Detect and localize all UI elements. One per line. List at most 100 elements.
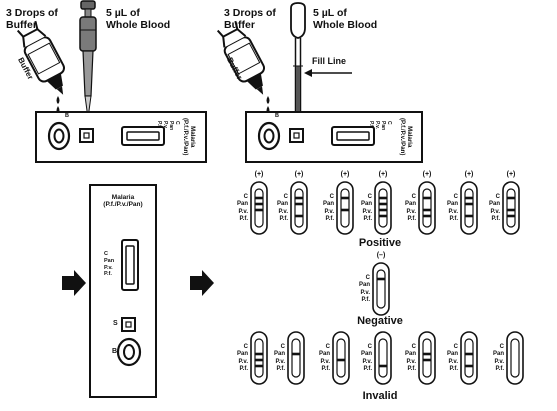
arrow-right-icon bbox=[190, 270, 214, 296]
test-cassette-step2 bbox=[245, 111, 423, 163]
positive-heading: Positive bbox=[358, 237, 402, 249]
test-line-pan bbox=[255, 352, 263, 356]
test-line-pan bbox=[423, 352, 431, 356]
test-line-c bbox=[341, 196, 349, 200]
positive-strip-line-labels: C Pan P.v. P.f. bbox=[404, 194, 416, 223]
test-line-c bbox=[379, 196, 387, 200]
test-line-pv bbox=[379, 208, 387, 212]
test-line-pv bbox=[507, 208, 515, 212]
capillary-dropper bbox=[290, 2, 306, 128]
buffer-drops-label-2: 3 Drops of Buffer bbox=[224, 7, 276, 32]
line-labels-1: C Pan P.v. P.f. bbox=[156, 121, 180, 131]
invalid-strip-line-labels: C Pan P.v. P.f. bbox=[318, 344, 330, 373]
buffer-bottle-1 bbox=[16, 20, 66, 95]
invalid-strip-3 bbox=[332, 331, 350, 385]
test-line-c bbox=[465, 196, 473, 200]
negative-strip-line-labels: C Pan P.v. P.f. bbox=[358, 275, 370, 304]
invalid-strip-line-labels: C Pan P.v. P.f. bbox=[446, 344, 458, 373]
test-line-pan bbox=[255, 202, 263, 206]
test-line-pf bbox=[465, 214, 473, 218]
fill-line-arrow bbox=[304, 69, 352, 77]
invalid-strip-6 bbox=[460, 331, 478, 385]
positive-strip-1 bbox=[250, 181, 268, 235]
test-line-pv bbox=[341, 208, 349, 212]
negative-strip-1 bbox=[372, 262, 390, 316]
positive-strip-5 bbox=[418, 181, 436, 235]
positive-strip-line-labels: C Pan P.v. P.f. bbox=[488, 194, 500, 223]
invalid-strip-7 bbox=[506, 331, 524, 385]
fill-line-label: Fill Line bbox=[312, 56, 347, 66]
arrow-right-icon bbox=[62, 270, 86, 296]
invalid-strip-line-labels: C Pan P.v. P.f. bbox=[360, 344, 372, 373]
buffer-well-label: B bbox=[112, 348, 118, 355]
micropipette-1 bbox=[79, 0, 97, 127]
test-line-pv bbox=[337, 358, 345, 362]
test-line-c bbox=[377, 277, 385, 281]
test-line-pv bbox=[255, 208, 263, 212]
positive-strip-sign: (+) bbox=[506, 171, 516, 178]
invalid-strip-5 bbox=[418, 331, 436, 385]
test-line-pv bbox=[255, 358, 263, 362]
positive-strip-line-labels: C Pan P.v. P.f. bbox=[446, 194, 458, 223]
detail-line-labels: C Pan P.v. P.f. bbox=[104, 251, 115, 278]
positive-strip-6 bbox=[460, 181, 478, 235]
positive-strip-7 bbox=[502, 181, 520, 235]
positive-strip-line-labels: C Pan P.v. P.f. bbox=[360, 194, 372, 223]
positive-strip-2 bbox=[290, 181, 308, 235]
test-cassette-step1 bbox=[35, 111, 207, 163]
positive-strip-line-labels: C Pan P.v. P.f. bbox=[322, 194, 334, 223]
test-line-pf bbox=[295, 214, 303, 218]
test-line-pf bbox=[465, 364, 473, 368]
invalid-strip-line-labels: C Pan P.v. P.f. bbox=[273, 344, 285, 373]
sample-well-label: S bbox=[113, 320, 118, 327]
blood-amount-label-1: 5 µL of Whole Blood bbox=[106, 7, 171, 32]
test-line-c bbox=[255, 196, 263, 200]
negative-heading: Negative bbox=[357, 315, 403, 327]
detail-cassette-title: Malaria (P.f./P.v./Pan) bbox=[103, 194, 143, 209]
invalid-heading: Invalid bbox=[362, 390, 398, 402]
test-cassette-vertical bbox=[89, 184, 157, 398]
test-line-pf bbox=[507, 214, 515, 218]
invalid-strip-2 bbox=[287, 331, 305, 385]
test-line-pf bbox=[379, 364, 387, 368]
test-line-pf bbox=[255, 364, 263, 368]
test-line-pv bbox=[423, 208, 431, 212]
well-label-2: B bbox=[275, 113, 279, 119]
positive-strip-sign: (+) bbox=[294, 171, 304, 178]
invalid-strip-4 bbox=[374, 331, 392, 385]
buffer-drops-label-1: 3 Drops of Buffer bbox=[6, 7, 58, 32]
test-line-pan bbox=[379, 202, 387, 206]
positive-strip-3 bbox=[336, 181, 354, 235]
positive-strip-line-labels: C Pan P.v. P.f. bbox=[236, 194, 248, 223]
line-labels-2: C Pan P.v. P.f. bbox=[368, 121, 392, 131]
positive-strip-sign: (+) bbox=[422, 171, 432, 178]
negative-strip-sign: (–) bbox=[376, 252, 386, 259]
test-line-pan bbox=[465, 352, 473, 356]
test-line-c bbox=[423, 196, 431, 200]
positive-strip-sign: (+) bbox=[254, 171, 264, 178]
test-line-pan bbox=[465, 202, 473, 206]
test-line-pf bbox=[423, 214, 431, 218]
test-line-pan bbox=[292, 352, 300, 356]
test-line-pv bbox=[423, 358, 431, 362]
test-line-pf bbox=[379, 214, 387, 218]
cassette-label-2: Malaria (P.f./P.v./Pan) bbox=[398, 118, 413, 156]
invalid-strip-line-labels: C Pan P.v. P.f. bbox=[404, 344, 416, 373]
positive-strip-sign: (+) bbox=[464, 171, 474, 178]
blood-amount-label-2: 5 µL of Whole Blood bbox=[313, 7, 378, 32]
invalid-strip-line-labels: C Pan P.v. P.f. bbox=[236, 344, 248, 373]
test-line-c bbox=[507, 196, 515, 200]
positive-strip-sign: (+) bbox=[340, 171, 350, 178]
positive-strip-line-labels: C Pan P.v. P.f. bbox=[276, 194, 288, 223]
test-line-c bbox=[295, 196, 303, 200]
positive-strip-sign: (+) bbox=[378, 171, 388, 178]
buffer-bottle-2 bbox=[216, 20, 266, 95]
well-label-1: B bbox=[65, 113, 69, 119]
invalid-strip-1 bbox=[250, 331, 268, 385]
cassette-label-1: Malaria (P.f./P.v./Pan) bbox=[181, 118, 196, 156]
positive-strip-4 bbox=[374, 181, 392, 235]
test-line-pan bbox=[295, 202, 303, 206]
invalid-strip-line-labels: C Pan P.v. P.f. bbox=[492, 344, 504, 373]
